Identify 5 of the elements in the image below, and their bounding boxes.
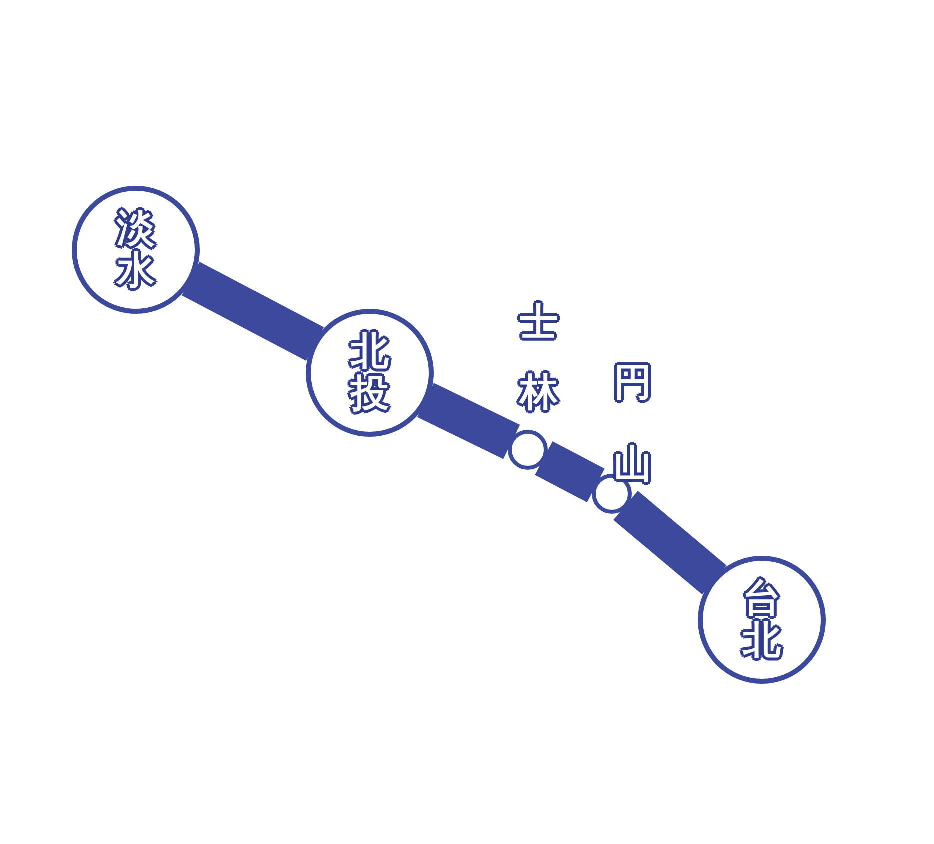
rail-line	[614, 491, 727, 595]
rail-line	[417, 383, 520, 460]
rail-line	[182, 262, 324, 361]
station-name: 円山	[614, 359, 652, 488]
rail-line	[535, 442, 605, 502]
